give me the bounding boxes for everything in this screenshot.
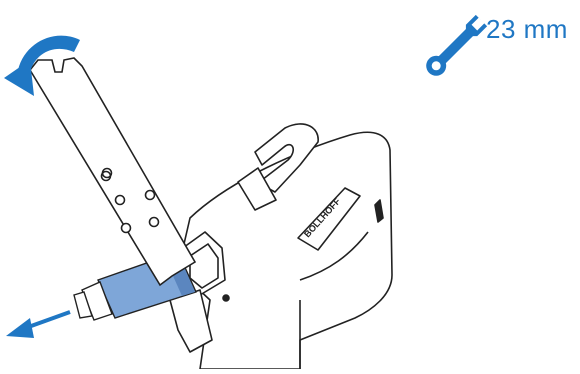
open-end-wrench — [30, 58, 195, 285]
removal-arrow — [6, 312, 70, 338]
wrench-size-label: 23 mm — [486, 14, 568, 45]
riveting-tool — [170, 124, 392, 369]
wrench-icon — [422, 13, 488, 79]
